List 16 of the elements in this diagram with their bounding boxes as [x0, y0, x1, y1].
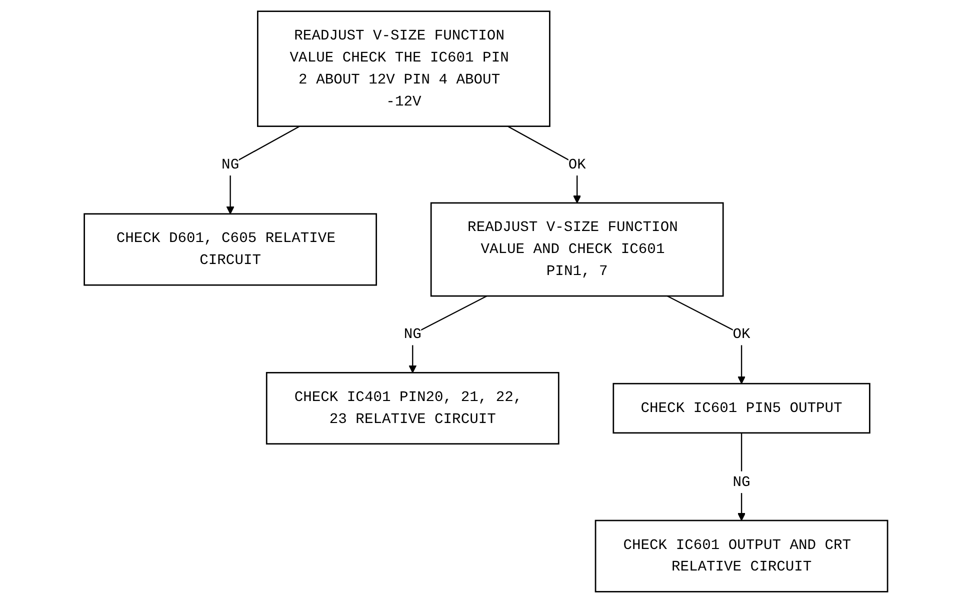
- edge-label: NG: [404, 326, 422, 343]
- edge-label: NG: [222, 156, 240, 173]
- edge-label: OK: [568, 156, 586, 173]
- node-box: CHECK D601, C605 RELATIVE CIRCUIT: [84, 213, 378, 286]
- node-box: CHECK IC601 PIN5 OUTPUT: [612, 382, 870, 434]
- arrow: [508, 126, 582, 204]
- arrow: [408, 295, 488, 374]
- node-box: READJUST V-SIZE FUNCTION VALUE CHECK THE IC601 PIN 2 ABOUT 12V PIN 4 ABOUT -12V: [257, 10, 550, 127]
- edge-label: NG: [732, 474, 750, 490]
- arrow: [226, 126, 300, 214]
- node-box: CHECK IC401 PIN20, 21, 22, 23 RELATIVE CIRCUIT: [266, 372, 560, 445]
- arrow: [667, 295, 746, 384]
- node-box: CHECK IC601 OUTPUT AND CRT RELATIVE CIRCUIT: [594, 520, 888, 592]
- edge-label: OK: [732, 326, 750, 343]
- node-box: READJUST V-SIZE FUNCTION VALUE AND CHECK IC601 PIN1, 7: [430, 202, 724, 297]
- arrow: [738, 432, 746, 521]
